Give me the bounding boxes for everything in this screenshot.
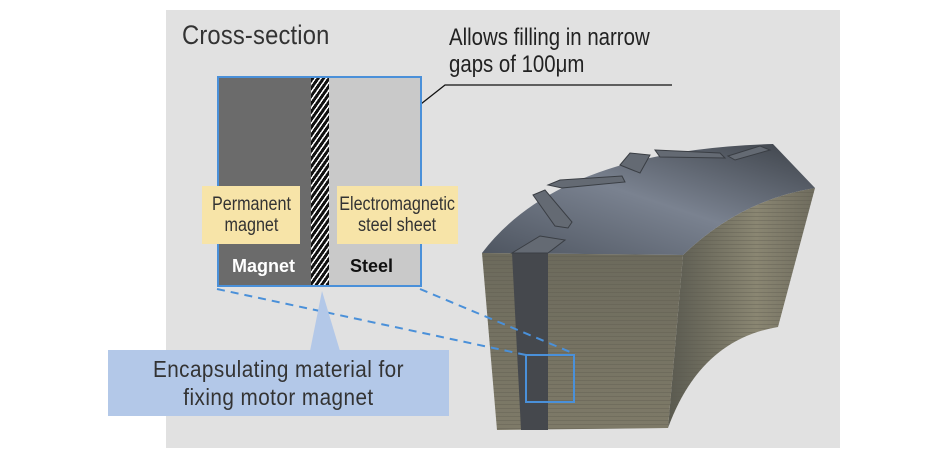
cross-section-box: Magnet Steel (217, 76, 422, 287)
gap-callout-text: Allows filling in narrow gaps of 100μm (449, 24, 650, 78)
magnet-region (219, 78, 311, 285)
encapsulant-region (311, 78, 329, 285)
steel-sheet-line2: steel sheet (358, 215, 437, 236)
gap-callout-line1: Allows filling in narrow (449, 24, 650, 51)
encapsulating-line2: fixing motor magnet (183, 384, 374, 410)
magnet-slot-front (512, 253, 548, 430)
magnet-label: Magnet (232, 256, 295, 276)
encapsulating-line1: Encapsulating material for (152, 356, 405, 382)
permanent-magnet-line2: magnet (224, 215, 278, 236)
callout-pointer (310, 291, 340, 351)
cross-section-title: Cross-section (182, 20, 330, 50)
motor-core (482, 144, 815, 430)
steel-region (329, 78, 420, 285)
steel-sheet-line1: Electromagnetic (339, 194, 456, 215)
gap-callout-line2: gaps of 100μm (449, 51, 585, 78)
steel-label: Steel (350, 256, 394, 276)
permanent-magnet-line1: Permanent (211, 194, 291, 215)
zoom-indicator (216, 288, 576, 403)
